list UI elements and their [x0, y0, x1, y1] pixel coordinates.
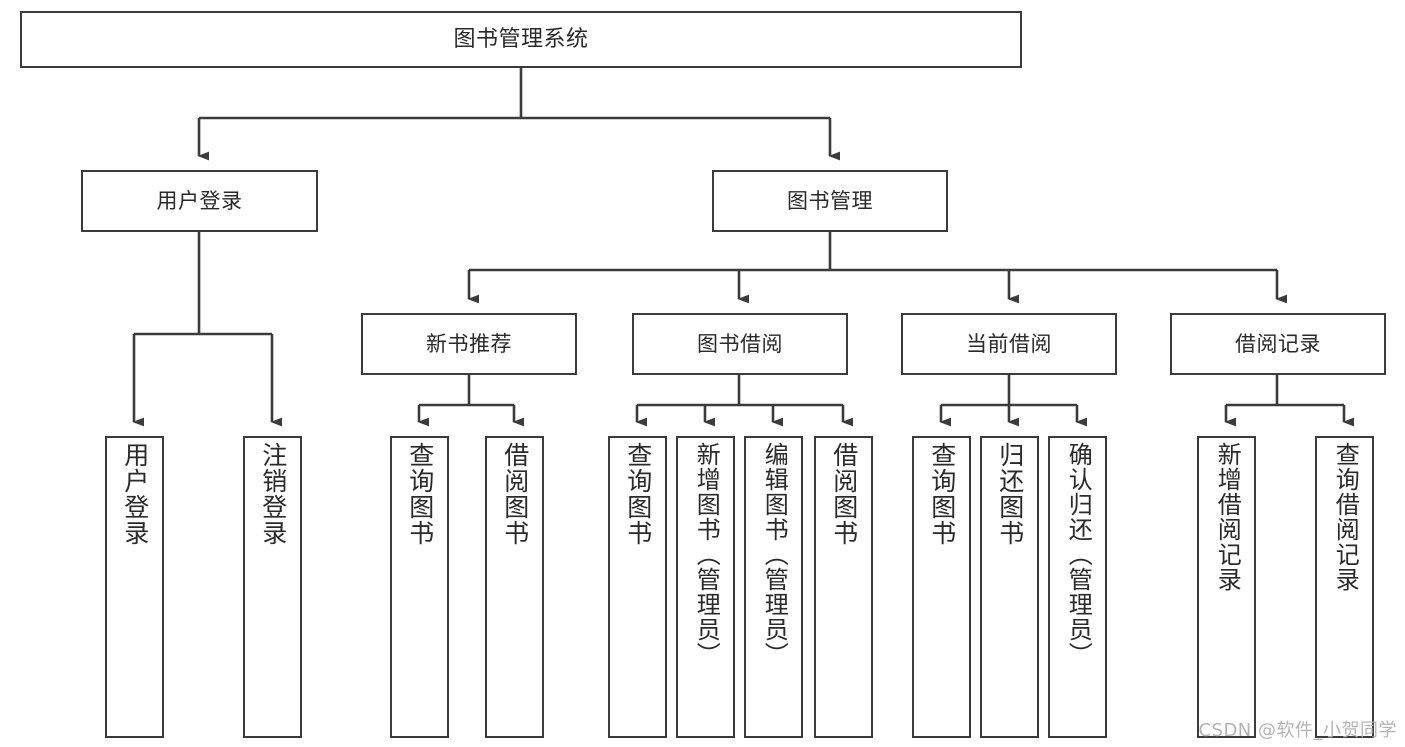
leaf-return-book[interactable]: 归还图书 [980, 436, 1039, 738]
leaf-query-borrow-record[interactable]: 查询借阅记录 [1315, 436, 1374, 738]
leaf-add-book-admin[interactable]: 新增图书（管理员） [676, 436, 735, 738]
node-new-book-recommend[interactable]: 新书推荐 [361, 313, 577, 375]
leaf-borrow-book[interactable]: 借阅图书 [814, 436, 873, 738]
leaf-edit-book-admin[interactable]: 编辑图书（管理员） [744, 436, 803, 738]
node-label: 注销登录 [258, 442, 288, 546]
leaf-confirm-return-admin[interactable]: 确认归还（管理员） [1048, 436, 1107, 738]
node-book-management[interactable]: 图书管理 [712, 170, 948, 232]
leaf-query-book-current[interactable]: 查询图书 [912, 436, 971, 738]
node-label: 查询图书 [405, 442, 435, 546]
node-label: 编辑图书（管理员） [760, 442, 789, 667]
node-label: 用户登录 [120, 442, 150, 546]
node-label: 图书管理系统 [453, 26, 589, 52]
node-label: 新书推荐 [426, 331, 512, 356]
node-label: 查询借阅记录 [1331, 442, 1360, 592]
node-borrow-records[interactable]: 借阅记录 [1170, 313, 1386, 375]
node-label: 图书管理 [787, 188, 873, 213]
node-current-borrow[interactable]: 当前借阅 [901, 313, 1117, 375]
node-label: 查询图书 [623, 442, 653, 546]
node-label: 新增图书（管理员） [692, 442, 721, 667]
node-label: 归还图书 [995, 442, 1025, 546]
node-label: 借阅图书 [829, 442, 859, 546]
leaf-user-logout[interactable]: 注销登录 [243, 436, 302, 738]
node-user-login[interactable]: 用户登录 [81, 170, 318, 232]
leaf-query-book-borrow[interactable]: 查询图书 [608, 436, 667, 738]
node-label: 确认归还（管理员） [1064, 442, 1093, 667]
node-label: 当前借阅 [966, 331, 1052, 356]
node-label: 借阅记录 [1235, 331, 1321, 356]
node-root-system[interactable]: 图书管理系统 [20, 11, 1022, 68]
leaf-query-book-recommend[interactable]: 查询图书 [390, 436, 449, 738]
node-book-borrow[interactable]: 图书借阅 [632, 313, 848, 375]
leaf-borrow-book-recommend[interactable]: 借阅图书 [485, 436, 544, 738]
leaf-add-borrow-record[interactable]: 新增借阅记录 [1197, 436, 1256, 738]
node-label: 新增借阅记录 [1213, 442, 1242, 592]
node-label: 图书借阅 [697, 331, 783, 356]
node-label: 查询图书 [927, 442, 957, 546]
node-label: 用户登录 [156, 188, 243, 213]
leaf-user-login[interactable]: 用户登录 [105, 436, 164, 738]
node-label: 借阅图书 [500, 442, 530, 546]
watermark-text: CSDN @软件_小贺同学 [1198, 720, 1397, 741]
